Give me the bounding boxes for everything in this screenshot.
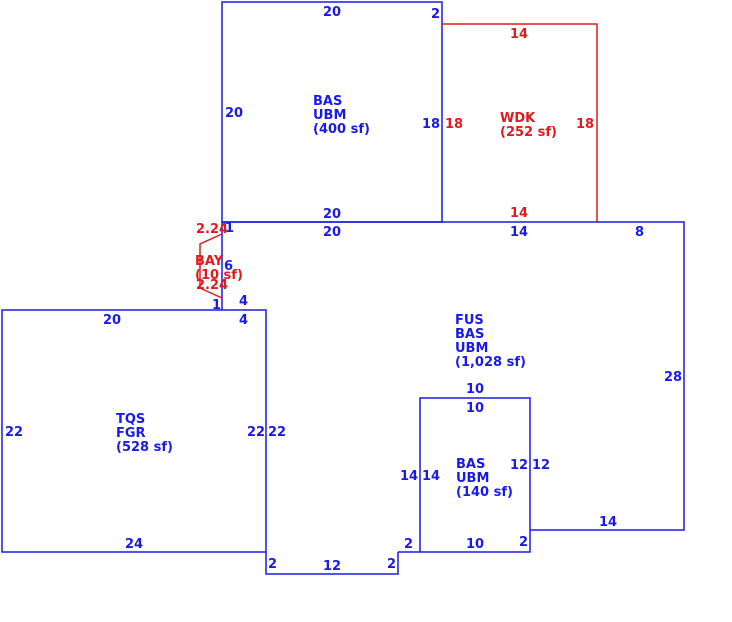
bas-top-label-1: BAS (313, 94, 342, 109)
tqs-label-2: FGR (116, 426, 146, 441)
fus-label-4: (1,028 sf) (455, 355, 526, 370)
tqs-dim-top: 20 (103, 313, 121, 328)
bas-top-label-3: (400 sf) (313, 122, 370, 137)
wdk-label-2: (252 sf) (500, 125, 557, 140)
fus-label-2: BAS (455, 327, 484, 342)
fus-dim-step-upper: 1 (225, 221, 234, 236)
lower-dim-right-step: 2 (387, 557, 396, 572)
tqs-dim-left: 22 (5, 425, 23, 440)
bay-outline (199, 233, 223, 299)
bas-small-dim-right-in: 12 (510, 458, 528, 473)
bas-small-dim-top-in: 10 (466, 401, 484, 416)
fus-label-3: UBM (455, 341, 488, 356)
fus-dim-top-mid: 14 (510, 225, 528, 240)
fus-dim-bay-side: 6 (224, 259, 233, 274)
bas-small-dim-top-out: 10 (466, 382, 484, 397)
fus-dim-right: 28 (664, 370, 682, 385)
wdk-outline (442, 23, 598, 222)
wdk-dim-right: 18 (576, 117, 594, 132)
bas-top-dim-bottom: 20 (323, 207, 341, 222)
bas-small-outline (419, 397, 531, 553)
bay-dim-bottom: 2.24 (196, 278, 228, 293)
bas-small-dim-left-out: 14 (400, 469, 418, 484)
fus-dim-step-left: 1 (212, 298, 221, 313)
wdk-dim-bottom: 14 (510, 206, 528, 221)
bas-small-label-3: (140 sf) (456, 485, 513, 500)
wdk-label-1: WDK (500, 111, 536, 126)
bas-top-dim-right: 18 (422, 117, 440, 132)
bas-top-dim-left: 20 (225, 106, 243, 121)
bas-top-dim-corner: 2 (431, 7, 440, 22)
wdk-dim-left: 18 (445, 117, 463, 132)
bay-dim-top: 2.24 (196, 222, 228, 237)
bas-small-dim-right-out: 12 (532, 458, 550, 473)
bas-small-label-1: BAS (456, 457, 485, 472)
fus-dim-step-top: 4 (239, 294, 248, 309)
tqs-label-1: TQS (116, 412, 145, 427)
fus-dim-top-left: 20 (323, 225, 341, 240)
bas-small-dim-bottom: 10 (466, 537, 484, 552)
wdk-dim-top: 14 (510, 27, 528, 42)
lower-dim-left-step: 2 (268, 557, 277, 572)
bas-small-label-2: UBM (456, 471, 489, 486)
bas-top-label-2: UBM (313, 108, 346, 123)
fus-dim-bottom-right: 14 (599, 515, 617, 530)
fus-dim-step-bot: 4 (239, 313, 248, 328)
tqs-outline (1, 309, 267, 553)
lower-dim-inner-corner: 2 (519, 535, 528, 550)
tqs-dim-bottom: 24 (125, 537, 143, 552)
bas-top-dim-top: 20 (323, 5, 341, 20)
lower-dim-inner-step: 2 (404, 537, 413, 552)
fus-dim-top-right: 8 (635, 225, 644, 240)
fus-label-1: FUS (455, 313, 484, 328)
bas-small-dim-left-in: 14 (422, 469, 440, 484)
bay-label-1: BAY (195, 254, 224, 269)
lower-dim-bottom: 12 (323, 559, 341, 574)
tqs-label-3: (528 sf) (116, 440, 173, 455)
fus-outline (221, 221, 685, 575)
tqs-dim-right-out: 22 (268, 425, 286, 440)
bay-label-2: (10 sf) (195, 268, 243, 283)
tqs-dim-right-in: 22 (247, 425, 265, 440)
